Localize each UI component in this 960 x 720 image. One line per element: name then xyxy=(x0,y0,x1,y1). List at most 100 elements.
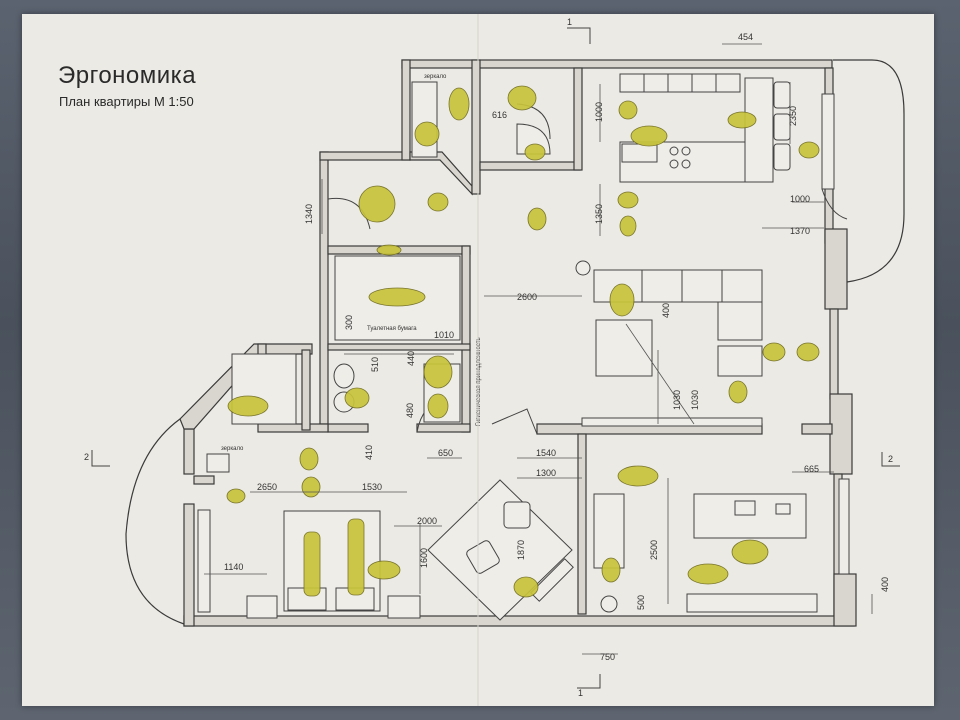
mirror-shelf xyxy=(206,453,230,473)
figure-kitchen-1 xyxy=(618,100,638,120)
dim-510: 510 xyxy=(370,357,380,372)
dim-1030a: 1030 xyxy=(672,390,682,410)
floor-plan: 454 616 1000 2350 1340 1350 1000 1370 26… xyxy=(84,14,905,706)
dimension-labels: 454 616 1000 2350 1340 1350 1000 1370 26… xyxy=(224,32,890,662)
dim-410: 410 xyxy=(364,445,374,460)
figure-living-2 xyxy=(796,342,820,362)
bay-curve-right xyxy=(833,59,905,283)
wardrobe-left xyxy=(197,509,211,613)
wall-bed-top-left xyxy=(193,475,215,485)
diamond-rug xyxy=(427,479,573,621)
wall-bath-bottom-left xyxy=(327,423,369,433)
wall-left-room-bottom xyxy=(257,423,329,433)
toilet xyxy=(333,363,355,389)
monitor xyxy=(734,500,756,516)
wall-living-bottom-right xyxy=(801,423,833,435)
figure-mirror-2 xyxy=(226,488,246,504)
figure-wc xyxy=(423,355,453,389)
figure-armchair xyxy=(601,557,621,583)
plan-labels: зеркало зеркало Туалетная бумага Гигиени… xyxy=(221,74,482,452)
dim-400b: 400 xyxy=(880,577,890,592)
dim-454: 454 xyxy=(738,32,753,42)
kitchen-upper-cabinets xyxy=(619,73,741,93)
figure-desk-chair xyxy=(731,539,769,565)
coffee-table xyxy=(595,319,653,377)
wall-right-pier-2 xyxy=(829,393,853,475)
wall-bath-mid xyxy=(327,343,471,351)
door-arc-entry xyxy=(327,197,371,230)
figure-kitchen-fridge xyxy=(727,111,757,129)
figure-kitchen-cook xyxy=(630,125,668,147)
section-markers: 1 1 2 2 xyxy=(84,17,900,698)
figure-living-1 xyxy=(762,342,786,362)
window-sill-kitchen xyxy=(821,93,835,190)
plan-sheet: Эргономика План квартиры М 1:50 xyxy=(22,14,934,706)
dim-1370: 1370 xyxy=(790,226,810,236)
wall-kitchen-left xyxy=(573,67,583,171)
dim-1300: 1300 xyxy=(536,468,556,478)
label-mirror-left: зеркало xyxy=(221,446,244,452)
figure-bath-crouch xyxy=(414,121,440,147)
wall-top xyxy=(401,59,833,69)
dim-1000a: 1000 xyxy=(594,102,604,122)
dim-1140: 1140 xyxy=(224,562,243,572)
figure-hall-1 xyxy=(427,192,449,212)
dim-1540: 1540 xyxy=(536,448,556,458)
label-vertical-note: Гигиеническая принадлежность xyxy=(476,337,482,426)
figure-study-shelf xyxy=(687,563,729,585)
kitchen-sink xyxy=(621,143,658,163)
dim-1010: 1010 xyxy=(434,330,454,340)
dim-440: 440 xyxy=(406,351,416,366)
wall-hall-left xyxy=(319,151,329,425)
chair-top xyxy=(503,501,531,529)
door-living xyxy=(491,408,538,435)
wall-hall-diagonal xyxy=(409,151,473,196)
dim-665: 665 xyxy=(804,464,819,474)
figure-corridor-2 xyxy=(301,476,321,498)
label-mirror-top: зеркало xyxy=(424,74,447,80)
dim-1000b: 1000 xyxy=(790,194,810,204)
figure-bed-left xyxy=(303,531,321,597)
dim-1350: 1350 xyxy=(594,204,604,224)
dim-480: 480 xyxy=(405,403,415,418)
dim-1030b: 1030 xyxy=(690,390,700,410)
figure-corridor-1 xyxy=(299,447,319,471)
sofa-chaise xyxy=(717,301,763,341)
dimension-lines xyxy=(204,43,873,655)
dim-2350: 2350 xyxy=(788,106,798,126)
dim-400a: 400 xyxy=(661,303,671,318)
wall-study-left xyxy=(577,433,587,615)
figure-left-room xyxy=(227,395,269,417)
stool-3 xyxy=(773,143,791,171)
nightstand-left xyxy=(246,595,278,619)
figure-stool xyxy=(798,141,820,159)
outer-walls xyxy=(125,59,905,627)
figure-bed-stand xyxy=(367,560,401,580)
tv-unit xyxy=(581,417,763,427)
armchair xyxy=(593,493,625,569)
section-mark-left: 2 xyxy=(84,452,89,462)
figure-sink xyxy=(427,393,449,419)
chair-left xyxy=(466,540,500,574)
dim-500: 500 xyxy=(636,595,646,610)
nightstand-right xyxy=(387,595,421,619)
figure-study-1 xyxy=(617,465,659,487)
dim-2000: 2000 xyxy=(417,516,437,526)
section-mark-bottom: 1 xyxy=(578,688,583,698)
wall-bath-left xyxy=(401,59,411,161)
wall-left-lower xyxy=(183,503,195,627)
dim-650: 650 xyxy=(438,448,453,458)
ergonomic-figures xyxy=(226,85,820,598)
figure-hall-3 xyxy=(527,207,547,231)
section-mark-top: 1 xyxy=(567,17,572,27)
section-mark-right: 2 xyxy=(888,454,893,464)
label-toilet: Туалетная бумага xyxy=(367,326,417,332)
wall-right-mid xyxy=(829,308,839,400)
wall-bath-right-lower xyxy=(461,245,471,433)
dim-1340: 1340 xyxy=(304,204,314,224)
figure-bed-right xyxy=(347,518,365,596)
figure-bathtub xyxy=(368,287,426,307)
wall-kitchen-bottom-left xyxy=(479,161,581,171)
wall-left-mid xyxy=(183,428,195,475)
figure-diamond-desk xyxy=(513,576,539,598)
